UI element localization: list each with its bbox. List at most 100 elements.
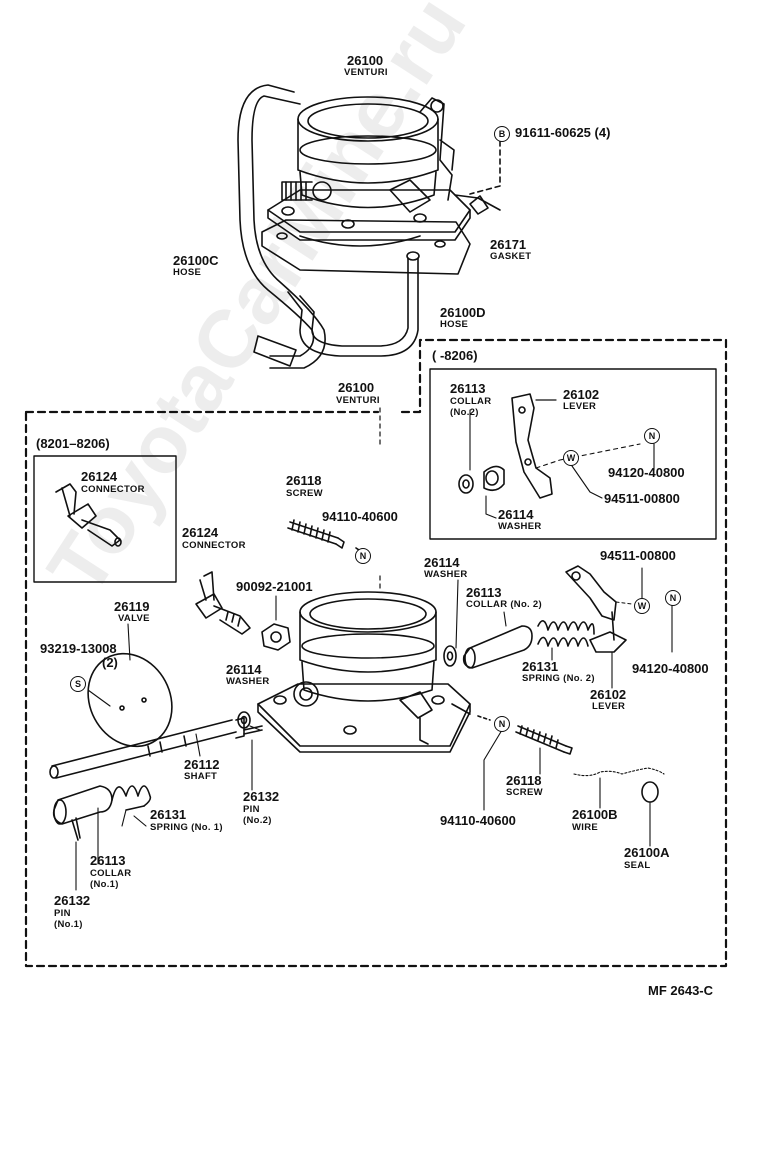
label-washer-top-part-number: 26114 (498, 507, 534, 522)
label-wire-part-number: 26100B (572, 807, 618, 822)
screw-lower (477, 715, 573, 811)
spring-no1 (111, 785, 152, 827)
label-valve-name: VALVE (118, 613, 150, 624)
label-washer-top-name: WASHER (498, 521, 542, 532)
washer-low (443, 579, 459, 667)
connector-mid (195, 571, 251, 635)
label-collar-no2-part-number: 26113 (466, 585, 502, 600)
valve-disc (87, 623, 173, 748)
label-seal-part-number: 26100A (624, 845, 670, 860)
label-washer-mid-name: WASHER (424, 569, 468, 580)
hose-c (237, 84, 326, 369)
label-gasket-part-number: 26171 (490, 237, 527, 252)
frame-main-dashed (24, 338, 728, 968)
label-pin2-number: (No.2) (243, 815, 272, 826)
label-nut-90092-part-number: 90092-21001 (236, 579, 313, 594)
label-collar1-name: COLLAR (90, 868, 132, 879)
lever-right (565, 565, 633, 689)
label-connector-box-part-number: 26124 (81, 469, 118, 484)
label-screw-s-part-number: 93219-13008 (40, 641, 117, 656)
label-spring2-part-number: 26131 (522, 659, 559, 674)
label-pin1-name: PIN (54, 908, 71, 919)
label-pin2-name: PIN (243, 804, 260, 815)
label-connector-name: CONNECTOR (182, 540, 246, 551)
label-wire-name: WIRE (572, 822, 599, 833)
collar-no2-mid (462, 611, 533, 669)
label-washer-w-top-part-number: 94511-00800 (604, 491, 680, 506)
seal-ring (641, 781, 659, 847)
label-hose-d-name: HOSE (440, 319, 469, 330)
collar-no1 (52, 785, 113, 865)
label-pin2-part-number: 26132 (243, 789, 280, 804)
label-connector-part-number: 26124 (182, 525, 219, 540)
shaft (49, 717, 245, 779)
washer-symbol-w-right: W (634, 598, 650, 614)
label-gasket-name: GASKET (490, 251, 532, 262)
label-hose-c-part-number: 26100C (173, 253, 219, 268)
nut-90092 (261, 595, 291, 651)
label-collar1-part-number: 26113 (90, 853, 126, 868)
label-screw-nut-part-number: 94110-40600 (322, 509, 398, 524)
label-washer-w-right-part-number: 94511-00800 (600, 548, 676, 563)
label-screw-top-part-number: 26118 (286, 473, 322, 488)
label-venturi-top-part-number: 26100 (347, 53, 384, 68)
label-connector-box-name: CONNECTOR (81, 484, 145, 495)
washer-symbol-w-box: W (563, 450, 579, 466)
screw-upper (287, 519, 363, 553)
label-lever-right-part-number: 26102 (590, 687, 627, 702)
label-washer-low-part-number: 26114 (226, 662, 262, 677)
frame-connector-group (33, 455, 177, 583)
label-shaft-name: SHAFT (184, 771, 218, 782)
screw-93219 (87, 689, 111, 707)
label-collar2-top-name: COLLAR (450, 396, 492, 407)
nut-symbol-n-right: N (665, 590, 681, 606)
bolt-symbol-b: B (494, 126, 510, 142)
label-venturi-mid-part-number: 26100 (338, 380, 375, 395)
label-venturi-top-name: VENTURI (344, 67, 388, 78)
label-screw-low-part-number: 26118 (506, 773, 542, 788)
label-pin1-part-number: 26132 (54, 893, 91, 908)
label-hose-c-name: HOSE (173, 267, 202, 278)
label-bolt-part-number: 91611-60625 (4) (515, 125, 611, 140)
label-valve-part-number: 26119 (114, 599, 150, 614)
screw-symbol-s: S (70, 676, 86, 692)
connector-box-part (55, 483, 122, 547)
lever-group-parts (458, 393, 655, 519)
nut-symbol-n-box: N (644, 428, 660, 444)
label-spring1-name: SPRING (No. 1) (150, 822, 223, 833)
wire-chain (573, 767, 665, 809)
label-nut-right-part-number: 94120-40800 (632, 661, 709, 676)
label-venturi-mid-name: VENTURI (336, 395, 380, 406)
pin-no2 (243, 725, 263, 791)
frame-lever-group (429, 368, 717, 540)
label-seal-name: SEAL (624, 860, 651, 871)
label-pin1-number: (No.1) (54, 919, 83, 930)
pin-no1 (71, 817, 81, 891)
label-washer-mid-part-number: 26114 (424, 555, 460, 570)
label-hose-d-part-number: 26100D (440, 305, 486, 320)
spring-no2 (537, 620, 595, 661)
lower-venturi-body (257, 591, 471, 753)
label-shaft-part-number: 26112 (184, 757, 220, 772)
label-screw-low-nut-part-number: 94110-40600 (440, 813, 516, 828)
top-bolt-leader (469, 135, 505, 195)
label-collar-no2-name: COLLAR (No. 2) (466, 599, 542, 610)
screw-nut-symbol-n-low: N (494, 716, 510, 732)
label-washer-low-name: WASHER (226, 676, 270, 687)
figure-code: MF 2643-C (648, 983, 714, 998)
label-lever-top-part-number: 26102 (563, 387, 600, 402)
label-lever-right-name: LEVER (592, 701, 626, 712)
label-collar2-top-part-number: 26113 (450, 381, 486, 396)
label-screw-low-name: SCREW (506, 787, 543, 798)
right-nut-leaders (641, 567, 673, 653)
label-lever-group-range: ( -8206) (432, 348, 478, 363)
label-screw-top-name: SCREW (286, 488, 323, 499)
label-collar1-number: (No.1) (90, 879, 119, 890)
label-collar2-top-number: (No.2) (450, 407, 479, 418)
hose-d (287, 251, 420, 357)
label-spring1-part-number: 26131 (150, 807, 187, 822)
top-gasket (261, 219, 471, 275)
label-lever-top-name: LEVER (563, 401, 597, 412)
label-connector-group-range: (8201–8206) (36, 436, 110, 451)
